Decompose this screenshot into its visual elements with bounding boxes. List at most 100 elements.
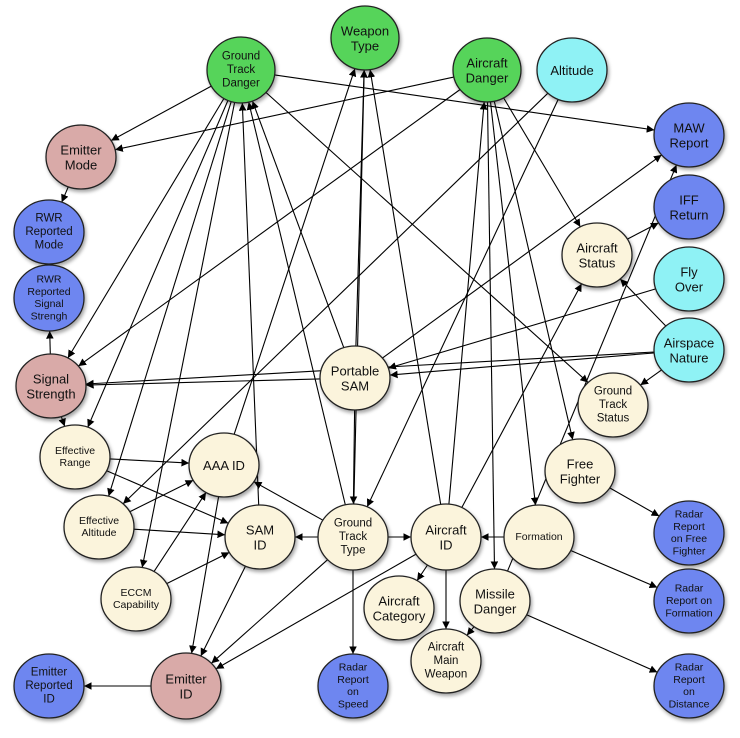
edge-portable-sam-to-maw-report: [382, 154, 662, 359]
node-label-line: Report: [673, 521, 705, 533]
edge-ground-track-type-to-emitter-id: [211, 559, 328, 664]
node-label-line: Free: [567, 456, 594, 471]
edge-aircraft-status-to-iff-return: [627, 222, 659, 240]
edge-aircraft-danger-to-aircraft-status: [503, 97, 581, 228]
edge-aircraft-id-to-weapon-type: [367, 69, 442, 505]
edge-aircraft-id-to-aircraft-danger: [448, 101, 488, 505]
node-label-line: Speed: [338, 699, 369, 711]
node-shape: [503, 504, 575, 570]
node-shape: [13, 199, 85, 265]
edge-portable-sam-to-ground-track-type: [349, 409, 358, 505]
edge-ground-track-type-to-ground-track-danger: [246, 101, 346, 505]
node-shape: [63, 494, 135, 560]
node-label-line: on: [347, 686, 359, 698]
edge-aircraft-danger-to-signal-strength: [78, 89, 461, 367]
node-altitude: Altitude: [536, 37, 608, 103]
node-label-line: IFF: [679, 192, 699, 207]
node-shape: [224, 504, 296, 570]
node-label-line: Return: [669, 207, 708, 222]
edge-ground-track-danger-to-signal-strength: [67, 98, 225, 359]
node-label-line: Report: [337, 674, 369, 686]
edge-fly-over-to-portable-sam: [388, 288, 656, 370]
node-shape: [653, 102, 725, 168]
edge-airspace-nature-to-aircraft-status: [619, 278, 667, 327]
edge-ground-track-type-to-aaa-id: [253, 481, 324, 521]
node-label-line: ID: [43, 694, 55, 706]
edge-aaa-id-to-emitter-id: [189, 496, 220, 654]
node-shape: [653, 653, 725, 719]
edge-airspace-nature-to-ground-track-status: [640, 369, 662, 386]
node-label-line: Emitter: [31, 666, 68, 678]
node-shape: [653, 246, 725, 312]
node-label-line: Type: [351, 38, 379, 53]
edge-aircraft-id-to-aircraft-category: [416, 564, 428, 581]
edge-missile-danger-to-maw-report: [506, 164, 678, 572]
node-label-line: Type: [341, 545, 366, 557]
edge-aircraft-danger-to-formation: [489, 101, 539, 506]
node-shape: [653, 317, 725, 383]
edge-ground-track-danger-to-maw-report: [274, 74, 655, 133]
node-label-line: Radar: [675, 508, 704, 520]
node-label-line: Weapon: [425, 669, 468, 681]
node-label-line: Radar: [675, 661, 704, 673]
node-shape: [317, 503, 389, 571]
node-label-line: Ground: [594, 385, 632, 397]
edge-aircraft-id-to-aircraft-status: [461, 283, 583, 508]
node-label-line: Missile: [475, 586, 515, 601]
node-label-line: Category: [373, 608, 426, 623]
node-label-line: Strength: [26, 386, 75, 401]
node-shape: [536, 37, 608, 103]
node-label-line: Airspace: [664, 335, 715, 350]
node-shape: [653, 500, 725, 566]
node-label-line: Status: [597, 413, 630, 425]
edges-layer: [46, 68, 678, 690]
node-shape: [653, 568, 725, 634]
node-label: Formation: [515, 531, 562, 543]
node-label-line: Nature: [669, 350, 708, 365]
node-label-line: ID: [254, 537, 267, 552]
node-label-line: Radar: [339, 661, 368, 673]
edge-signal-strength-to-rwr-signal: [46, 330, 54, 355]
edge-portable-sam-to-ground-track-danger: [251, 100, 345, 348]
node-label-line: Aircraft: [428, 641, 465, 653]
node-label-line: Report: [673, 674, 705, 686]
node-label-line: AAA ID: [203, 458, 245, 473]
node-label-line: Emitter: [60, 142, 102, 157]
node-label-line: Over: [675, 279, 704, 294]
edge-eccm-capability-to-aaa-id: [153, 492, 207, 572]
edge-free-fighter-to-radar-free-fighter: [609, 487, 660, 517]
edge-portable-sam-to-signal-strength: [85, 378, 321, 389]
node-shape: [206, 36, 276, 104]
node-label-line: Danger: [466, 70, 509, 85]
node-shape: [577, 372, 649, 438]
node-label-line: Danger: [222, 78, 260, 90]
node-label-line: on Free: [671, 533, 707, 545]
edge-ground-track-danger-to-ground-track-status: [265, 91, 589, 383]
node-label-line: Altitude: [81, 527, 116, 539]
edge-effective-altitude-to-aaa-id: [129, 479, 194, 513]
